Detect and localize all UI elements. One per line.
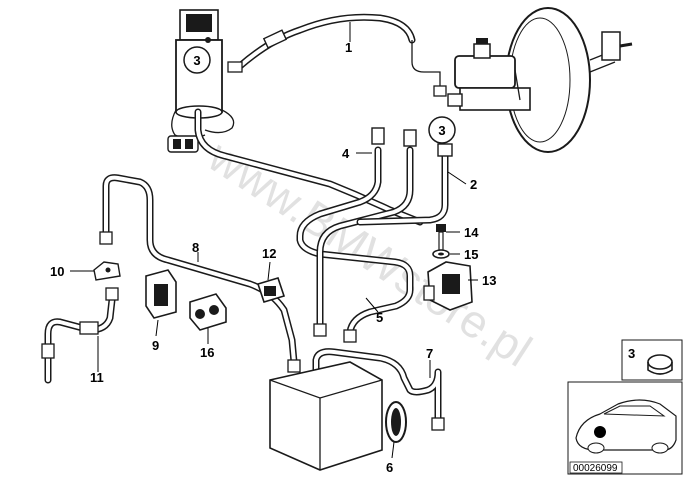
leader-lines <box>70 22 478 459</box>
callout-8: 8 <box>192 240 199 255</box>
rear-junction-box <box>269 361 383 471</box>
brake-booster <box>505 7 633 153</box>
callout-2: 2 <box>470 177 477 192</box>
grommet-part-6 <box>385 401 407 443</box>
bracket-part-13 <box>423 261 473 311</box>
callout-6: 6 <box>386 460 393 475</box>
washer-part-15 <box>432 249 450 259</box>
brake-hose-11 <box>41 287 119 384</box>
callout-11: 11 <box>90 370 104 385</box>
drawing-code: 00026099 <box>573 463 618 474</box>
callout-3-right-label: 3 <box>438 123 445 138</box>
callout-12: 12 <box>262 246 276 261</box>
clip-part-9 <box>145 269 177 319</box>
brake-hose-1 <box>227 13 447 97</box>
brake-pipe-7 <box>312 348 445 431</box>
callout-3-top-label: 3 <box>193 53 200 68</box>
callout-1: 1 <box>345 40 352 55</box>
bracket-part-10 <box>93 261 121 281</box>
watermark-text: www.BMWstore.pl <box>199 129 541 376</box>
brake-pipe-bundle <box>194 108 453 343</box>
callout-4: 4 <box>342 146 350 161</box>
callout-13: 13 <box>482 273 496 288</box>
inset-part-3: 3 <box>621 339 683 381</box>
bolt-part-14 <box>436 224 446 251</box>
callout-16: 16 <box>200 345 214 360</box>
callout-9: 9 <box>152 338 159 353</box>
clip-part-12 <box>256 277 286 303</box>
callout-15: 15 <box>464 247 478 262</box>
callout-7: 7 <box>426 346 433 361</box>
clip-part-16 <box>189 293 227 331</box>
callout-5: 5 <box>376 310 383 325</box>
callout-circle-3-right: 3 <box>428 116 456 144</box>
callout-14: 14 <box>464 225 479 240</box>
master-cylinder <box>447 38 531 111</box>
inset-part-3-label: 3 <box>628 346 635 361</box>
callout-10: 10 <box>50 264 64 279</box>
callout-circle-3-top: 3 <box>183 46 211 74</box>
inset-car-location: 00026099 <box>567 381 683 475</box>
